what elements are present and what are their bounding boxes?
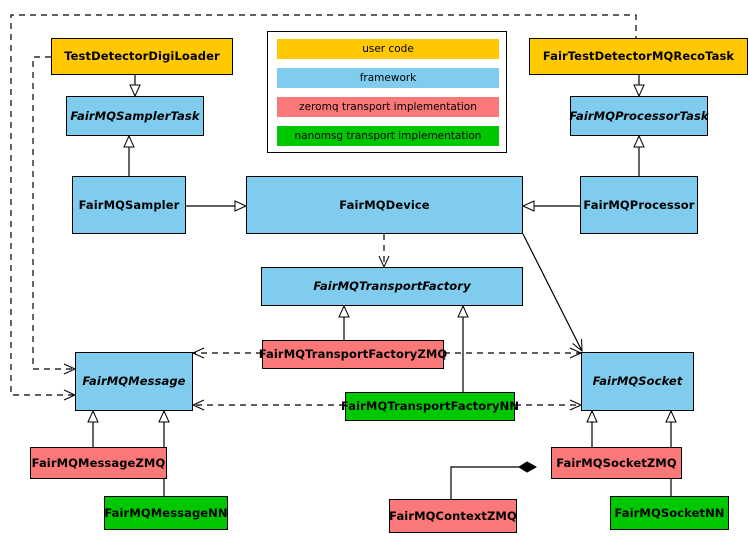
node-fair-test-detector-mq-reco-task[interactable]: FairTestDetectorMQRecoTask [529,38,748,75]
node-fair-mq-sampler-task[interactable]: FairMQSamplerTask [66,96,204,136]
node-fair-mq-transport-factory-nn[interactable]: FairMQTransportFactoryNN [341,392,519,421]
node-fair-mq-transport-factory-zmq[interactable]: FairMQTransportFactoryZMQ [259,340,447,369]
legend-item-zeromq: zeromq transport implementation [277,97,499,117]
node-fair-mq-message-nn[interactable]: FairMQMessageNN [104,496,228,530]
legend-item-framework: framework [277,68,499,88]
legend-label: user code [362,43,414,55]
node-fair-mq-socket-zmq[interactable]: FairMQSocketZMQ [551,447,682,479]
legend-label: zeromq transport implementation [299,101,477,113]
node-fair-mq-transport-factory[interactable]: FairMQTransportFactory [261,267,523,306]
legend-label: nanomsg transport implementation [294,130,482,142]
legend-item-user-code: user code [277,39,499,59]
node-fair-mq-device[interactable]: FairMQDevice [246,176,523,234]
node-fair-mq-processor-task[interactable]: FairMQProcessorTask [569,96,709,136]
node-fair-mq-message[interactable]: FairMQMessage [75,352,193,411]
node-fair-mq-context-zmq[interactable]: FairMQContextZMQ [389,499,517,533]
node-fair-mq-message-zmq[interactable]: FairMQMessageZMQ [30,447,167,479]
node-fair-mq-processor[interactable]: FairMQProcessor [580,176,698,234]
legend: user code framework zeromq transport imp… [267,31,507,153]
node-fair-mq-sampler[interactable]: FairMQSampler [72,176,186,234]
legend-item-nanomsg: nanomsg transport implementation [277,126,499,146]
node-test-detector-digi-loader[interactable]: TestDetectorDigiLoader [51,38,233,75]
legend-label: framework [359,72,417,84]
node-fair-mq-socket[interactable]: FairMQSocket [581,352,694,411]
node-fair-mq-socket-nn[interactable]: FairMQSocketNN [610,496,729,530]
